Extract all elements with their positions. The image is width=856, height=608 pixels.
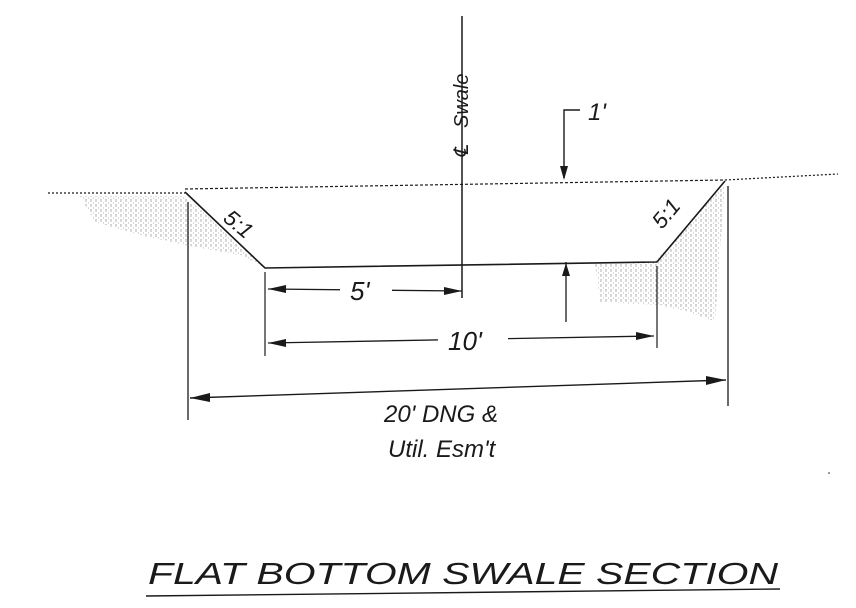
centerline-label: Swale <box>451 74 473 128</box>
dim-half-bottom-gap <box>340 276 392 302</box>
swale-profile <box>184 180 726 269</box>
dim-easement-arrow-left <box>190 393 210 402</box>
dim-easement-arrow-right <box>706 376 726 385</box>
depth-leader <box>563 109 580 178</box>
dim-bottom-width-arrow-right <box>636 332 654 340</box>
dim-easement-line <box>189 379 727 399</box>
bottom-width-label: 10' <box>448 326 483 356</box>
right-soil-hatch <box>595 182 725 322</box>
right-slope-label: 5:1 <box>647 194 686 234</box>
dim-bottom-width-gap <box>438 324 508 352</box>
dim-half-bottom-arrow-right <box>444 287 462 295</box>
dim-bottom-width-arrow-left <box>268 339 286 347</box>
existing-grade-right <box>724 173 839 181</box>
drawing-title: FLAT BOTTOM SWALE SECTION <box>148 556 779 591</box>
half-bottom-label: 5' <box>350 276 370 306</box>
easement-label-line2: Util. Esm't <box>388 436 497 463</box>
depth-label: 1' <box>588 99 607 126</box>
centerline-symbol: ℄ <box>451 144 473 158</box>
depth-arrow-up <box>562 263 570 276</box>
existing-grade-center <box>184 179 726 190</box>
dim-half-bottom-arrow-left <box>268 285 286 293</box>
depth-arrow-down <box>560 166 568 180</box>
scan-speck <box>828 472 830 474</box>
easement-label-line1: 20' DNG & <box>383 401 498 428</box>
title-underline <box>145 588 781 597</box>
left-soil-hatch <box>80 196 265 268</box>
